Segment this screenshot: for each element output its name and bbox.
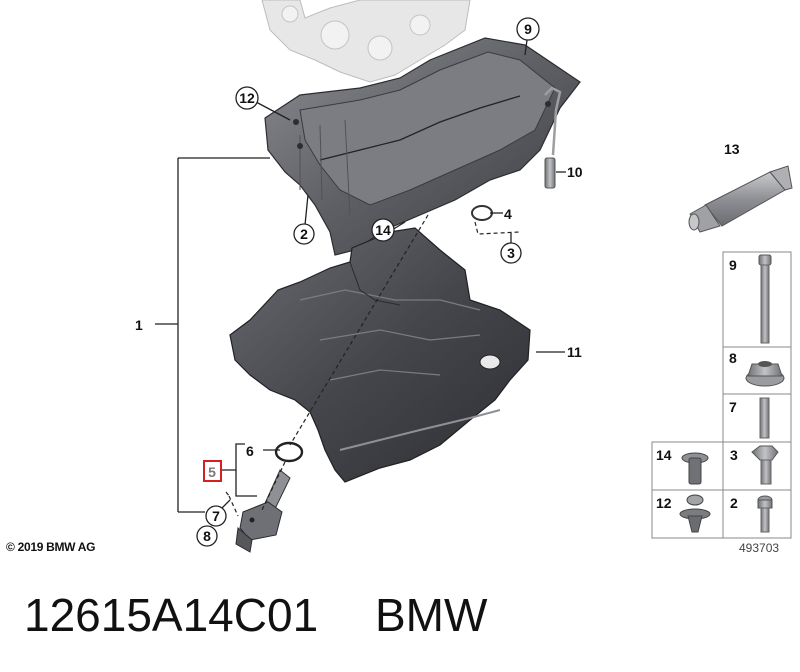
svg-text:12: 12 [239,90,255,106]
bolt-9-icon [758,254,772,344]
callout-11: 11 [567,344,582,360]
legend-label-7: 7 [729,399,737,415]
callout-12: 12 [235,86,259,110]
callout-1: 1 [135,317,143,333]
underbody-shield-illustration [229,227,531,483]
callout-13: 13 [724,141,740,157]
legend-label-3: 3 [730,447,738,463]
oil-pan-illustration [264,37,581,256]
parts-diagram: 1 2 3 4 5 6 7 8 9 10 11 12 13 [135,0,793,553]
brand-name: BMW [374,589,488,641]
paste-tube-illustration [688,165,793,233]
svg-text:10: 10 [567,164,583,180]
callout-4: 4 [504,206,512,222]
dipstick-guide-illustration [544,86,562,189]
svg-text:8: 8 [203,528,211,544]
svg-text:6: 6 [246,443,254,459]
push-clip-icon [679,494,711,533]
seal-ring-illustration [471,205,493,221]
o-ring-illustration [274,441,304,463]
legend-label-2: 2 [730,495,738,511]
hex-bolt-icon [751,445,779,485]
svg-text:5: 5 [208,464,216,480]
svg-text:3: 3 [507,245,515,261]
svg-text:13: 13 [724,141,740,157]
copyright-notice: © 2019 BMW AG [6,540,96,554]
oil-level-sensor-illustration [235,469,291,553]
legend-panel: 9 8 7 14 3 12 2 [651,251,792,539]
svg-text:2: 2 [300,226,308,242]
callout-3: 3 [500,242,522,264]
callout-7: 7 [205,505,227,527]
callout-5: 5 [203,460,222,482]
callout-8: 8 [196,525,218,547]
legend-label-9: 9 [729,257,737,273]
plastic-rivet-icon [681,452,709,485]
legend-label-12: 12 [656,495,672,511]
svg-text:1: 1 [135,317,143,333]
legend-label-8: 8 [729,350,737,366]
stud-bolt-icon [759,397,770,439]
callout-6: 6 [246,443,254,459]
leader-lines [155,39,566,517]
svg-text:9: 9 [524,21,532,37]
dashed-connection-lines [225,214,521,517]
callout-2: 2 [293,223,315,245]
callout-10: 10 [567,164,583,180]
collar-bolt-icon [757,495,773,533]
caption: 12615A14C01 BMW [24,588,487,642]
svg-text:7: 7 [212,508,220,524]
flange-nut-icon [745,361,785,387]
callout-14: 14 [371,218,395,242]
callout-9: 9 [516,17,540,41]
engine-block-illustration [261,0,471,83]
legend-label-14: 14 [656,447,672,463]
diagram-number: 493703 [739,541,780,555]
svg-text:14: 14 [375,222,391,238]
part-number: 12615A14C01 [24,589,319,641]
svg-text:4: 4 [504,206,512,222]
svg-text:11: 11 [567,344,582,360]
